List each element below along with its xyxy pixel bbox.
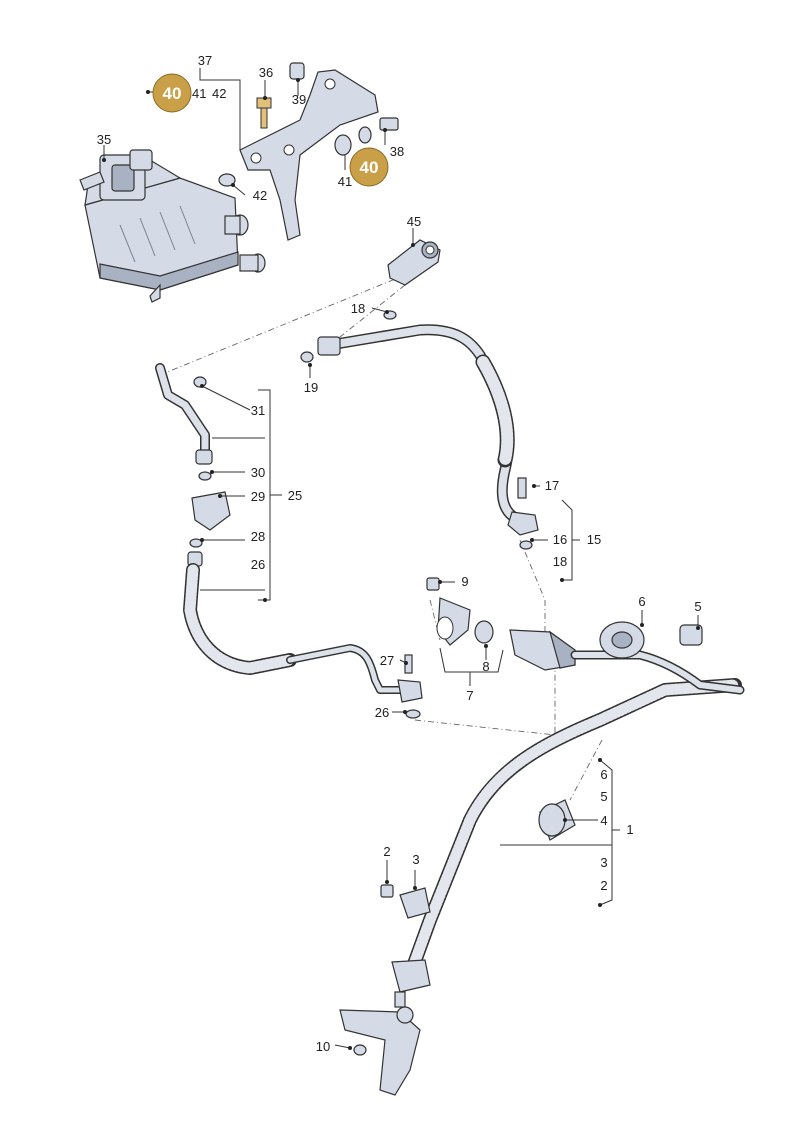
- label-31: 31: [251, 403, 265, 418]
- part-labels: 37 41 42 36 39 38 41 42 35 45 18 19 31 3…: [97, 53, 702, 1054]
- label-42-top: 42: [212, 86, 226, 101]
- badge-circle: [152, 73, 192, 113]
- label-1: 1: [626, 822, 633, 837]
- label-25: 25: [288, 488, 302, 503]
- label-28: 28: [251, 529, 265, 544]
- badge-circle: [349, 147, 389, 187]
- leader-dots: [102, 78, 700, 1050]
- bracket-fasteners: [218, 62, 399, 187]
- label-4: 4: [600, 813, 607, 828]
- label-3-left: 3: [412, 852, 419, 867]
- label-8: 8: [482, 659, 489, 674]
- leader-lines: [103, 68, 699, 1049]
- label-16: 16: [553, 532, 567, 547]
- label-37: 37: [198, 53, 212, 68]
- label-3-right: 3: [600, 855, 607, 870]
- label-18-right: 18: [553, 554, 567, 569]
- label-26-left: 26: [251, 557, 265, 572]
- label-41-right: 41: [338, 174, 352, 189]
- expansion-valve: [387, 239, 441, 286]
- label-45: 45: [407, 214, 421, 229]
- label-39: 39: [292, 92, 306, 107]
- callout-badge-40-right: 40: [349, 147, 389, 187]
- coolant-reservoir: [79, 149, 266, 303]
- label-6-right: 6: [600, 767, 607, 782]
- badge-text: 40: [163, 84, 182, 103]
- label-17: 17: [545, 478, 559, 493]
- label-2-right: 2: [600, 878, 607, 893]
- label-7: 7: [466, 688, 473, 703]
- label-10: 10: [316, 1039, 330, 1054]
- label-35: 35: [97, 132, 111, 147]
- label-29: 29: [251, 489, 265, 504]
- upper-hose: [300, 310, 539, 550]
- assembly-lines: [159, 274, 603, 801]
- label-5-top: 5: [694, 599, 701, 614]
- label-30: 30: [251, 465, 265, 480]
- callout-badge-40-left: 40: [152, 73, 192, 113]
- label-26-center: 26: [375, 705, 389, 720]
- label-5-right: 5: [600, 789, 607, 804]
- label-15: 15: [587, 532, 601, 547]
- mounting-bracket: [239, 69, 379, 241]
- left-hose: [155, 363, 423, 719]
- label-2-left: 2: [383, 844, 390, 859]
- label-42-right: 42: [253, 188, 267, 203]
- label-18-top: 18: [351, 301, 365, 316]
- label-38: 38: [390, 144, 404, 159]
- label-36: 36: [259, 65, 273, 80]
- main-hose: [339, 621, 745, 1096]
- label-19: 19: [304, 380, 318, 395]
- label-6-top: 6: [638, 594, 645, 609]
- badge-text: 40: [360, 158, 379, 177]
- label-41-top: 41: [192, 86, 206, 101]
- label-27: 27: [380, 653, 394, 668]
- center-components: [426, 577, 576, 671]
- label-9: 9: [461, 574, 468, 589]
